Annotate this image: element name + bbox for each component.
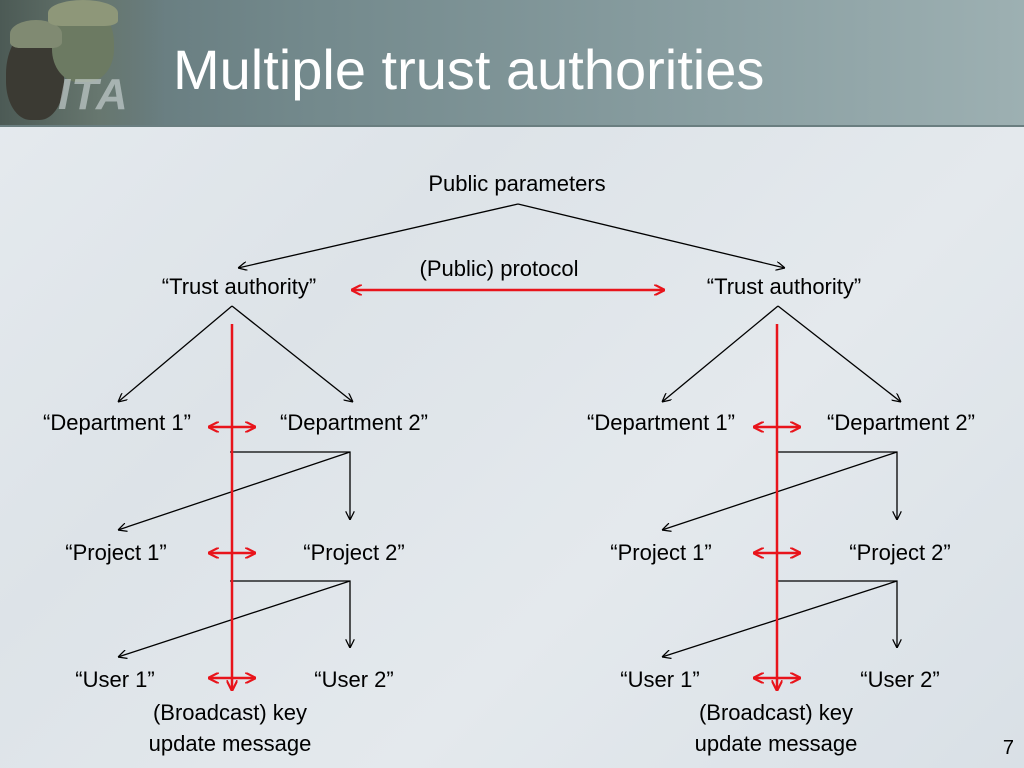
left-trust-authority: “Trust authority”: [161, 274, 317, 299]
left-broadcast-line1: (Broadcast) key: [152, 700, 308, 725]
right-trust-authority: “Trust authority”: [706, 274, 862, 299]
public-parameters-label: Public parameters: [428, 171, 606, 196]
left-department-1: “Department 1”: [43, 410, 191, 435]
edge-right-authority-dept2: [777, 305, 901, 402]
tree-lines: [118, 203, 901, 657]
edge-left-authority-dept2: [231, 305, 353, 402]
edge-root-right-authority: [517, 203, 785, 268]
edge-root-left-authority: [238, 203, 519, 268]
edge-right-dept2-project1: [662, 451, 898, 530]
right-broadcast-line2: update message: [694, 731, 858, 756]
edge-left-dept2-project1: [118, 451, 351, 530]
public-protocol-label: (Public) protocol: [419, 256, 579, 281]
right-department-1: “Department 1”: [587, 410, 735, 435]
slide-title: Multiple trust authorities: [173, 38, 765, 101]
right-project-1: “Project 1”: [610, 540, 712, 565]
left-department-2: “Department 2”: [280, 410, 428, 435]
right-broadcast-line1: (Broadcast) key: [698, 700, 854, 725]
right-project-2: “Project 2”: [849, 540, 951, 565]
page-number: 7: [1002, 737, 1014, 759]
edge-left-authority-dept1: [118, 305, 233, 402]
edge-right-authority-dept1: [662, 305, 779, 402]
left-project-1: “Project 1”: [65, 540, 167, 565]
edge-left-project2-user1: [118, 580, 351, 657]
ita-logo: ITA: [58, 70, 129, 119]
left-project-2: “Project 2”: [303, 540, 405, 565]
right-broadcast-message: (Broadcast) key update message: [695, 697, 858, 759]
slide-header: ITA Multiple trust authorities: [0, 0, 1024, 127]
right-user-2: “User 2”: [860, 667, 940, 692]
right-user-1: “User 1”: [620, 667, 700, 692]
left-user-2: “User 2”: [314, 667, 394, 692]
right-department-2: “Department 2”: [827, 410, 975, 435]
key-update-lines: [209, 290, 800, 690]
left-broadcast-message: (Broadcast) key update message: [149, 697, 312, 759]
left-user-1: “User 1”: [75, 667, 155, 692]
left-broadcast-line2: update message: [148, 731, 312, 756]
edge-right-project2-user1: [662, 580, 898, 657]
ita-logo-photo: [0, 0, 165, 125]
